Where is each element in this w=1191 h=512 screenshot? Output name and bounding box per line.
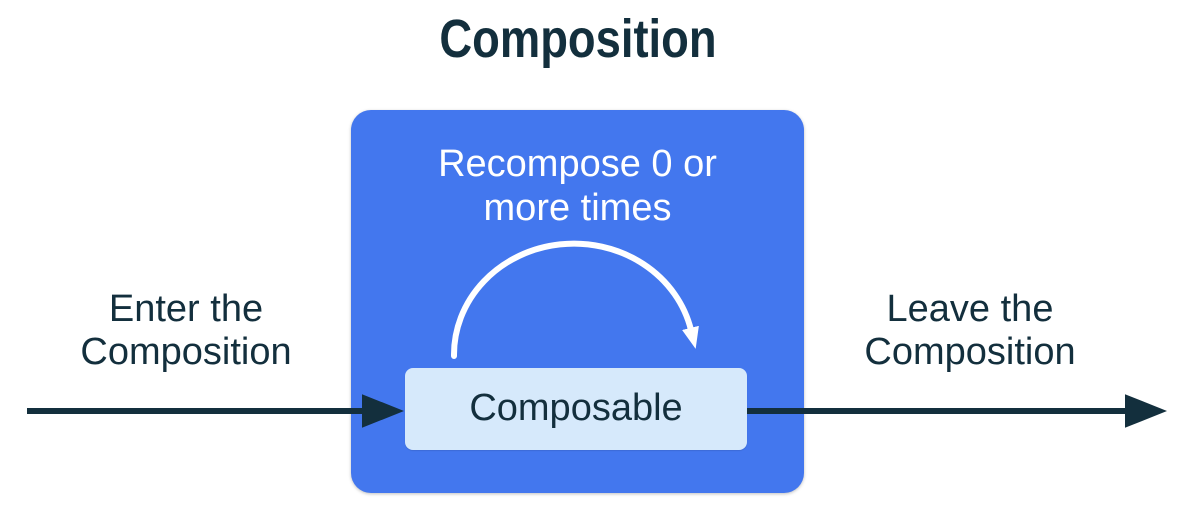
composable-label: Composable <box>469 386 683 429</box>
recompose-label: Recompose 0 or more times <box>438 143 717 230</box>
diagram-title: Composition <box>439 9 717 69</box>
leave-composition-label: Leave the Composition <box>864 288 1076 373</box>
enter-composition-label: Enter the Composition <box>80 288 292 373</box>
composable-box: Composable <box>405 368 747 450</box>
